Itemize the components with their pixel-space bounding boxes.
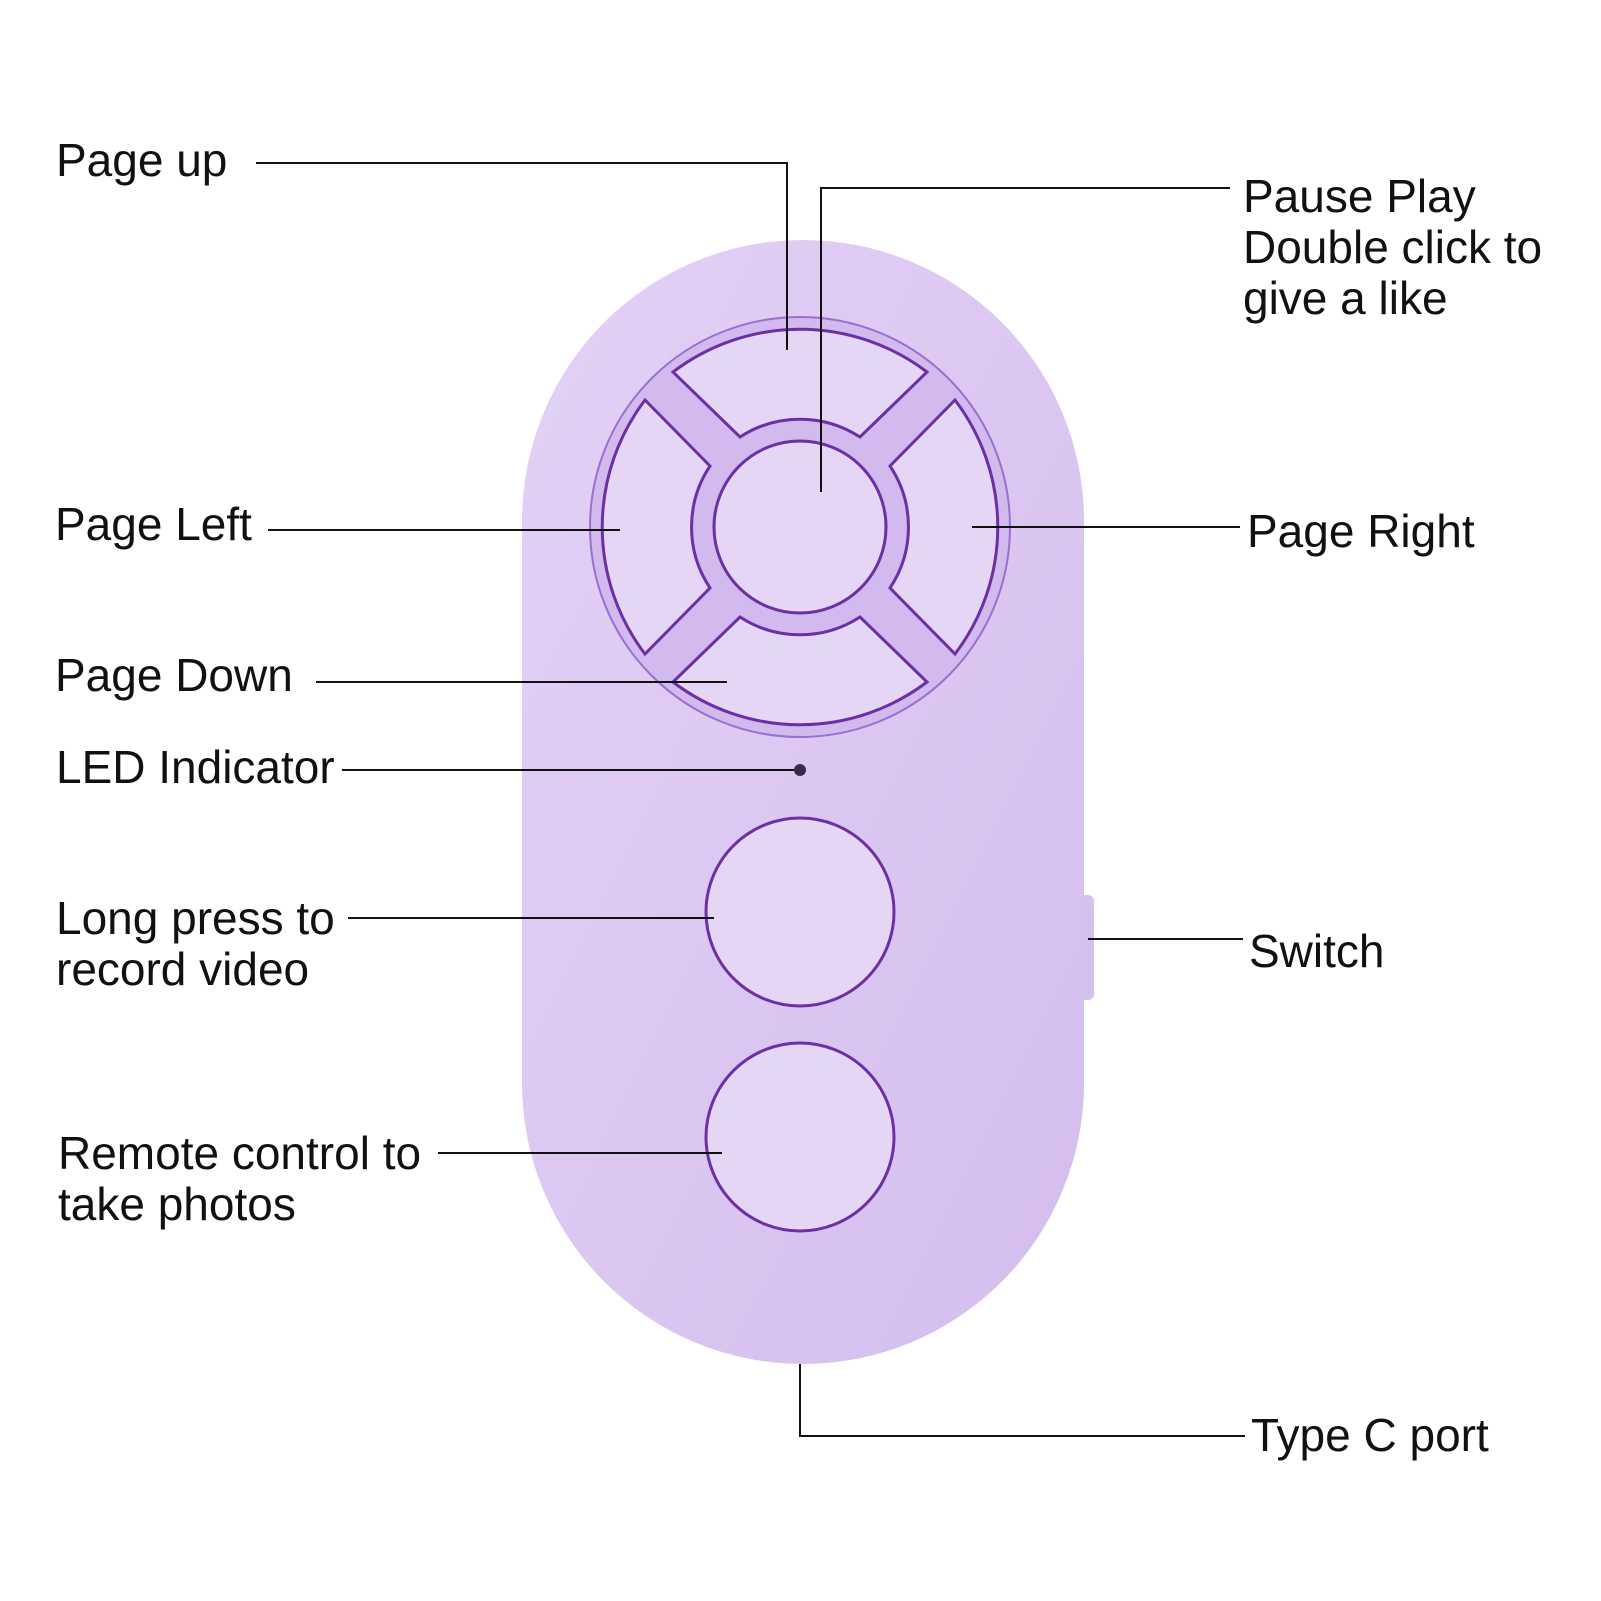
- label-led-indicator: LED Indicator: [56, 741, 335, 793]
- page-right-button[interactable]: [888, 397, 1000, 657]
- take-photo-button[interactable]: [704, 1041, 896, 1233]
- label-page-right: Page Right: [1247, 505, 1475, 557]
- led-indicator-light: [794, 764, 806, 776]
- leader-pause-play: [820, 187, 1230, 492]
- label-pause-play: Pause Play Double click to give a like: [1243, 170, 1543, 324]
- label-page-left: Page Left: [55, 498, 252, 550]
- page-left-button[interactable]: [600, 397, 712, 657]
- leader-lines: [256, 162, 1245, 1437]
- label-type-c: Type C port: [1251, 1409, 1489, 1461]
- leader-page-up: [256, 162, 788, 350]
- label-remote-photo: Remote control to take photos: [58, 1127, 422, 1230]
- side-switch[interactable]: [1080, 895, 1094, 1000]
- label-long-press: Long press to record video: [56, 892, 335, 995]
- pause-play-button[interactable]: [712, 439, 888, 615]
- label-page-down: Page Down: [55, 649, 293, 701]
- label-switch: Switch: [1249, 925, 1385, 977]
- page-up-button[interactable]: [670, 327, 930, 439]
- label-page-up: Page up: [56, 134, 228, 186]
- page-down-button[interactable]: [670, 615, 930, 727]
- leader-type-c: [799, 1364, 1245, 1437]
- record-video-button[interactable]: [704, 816, 896, 1008]
